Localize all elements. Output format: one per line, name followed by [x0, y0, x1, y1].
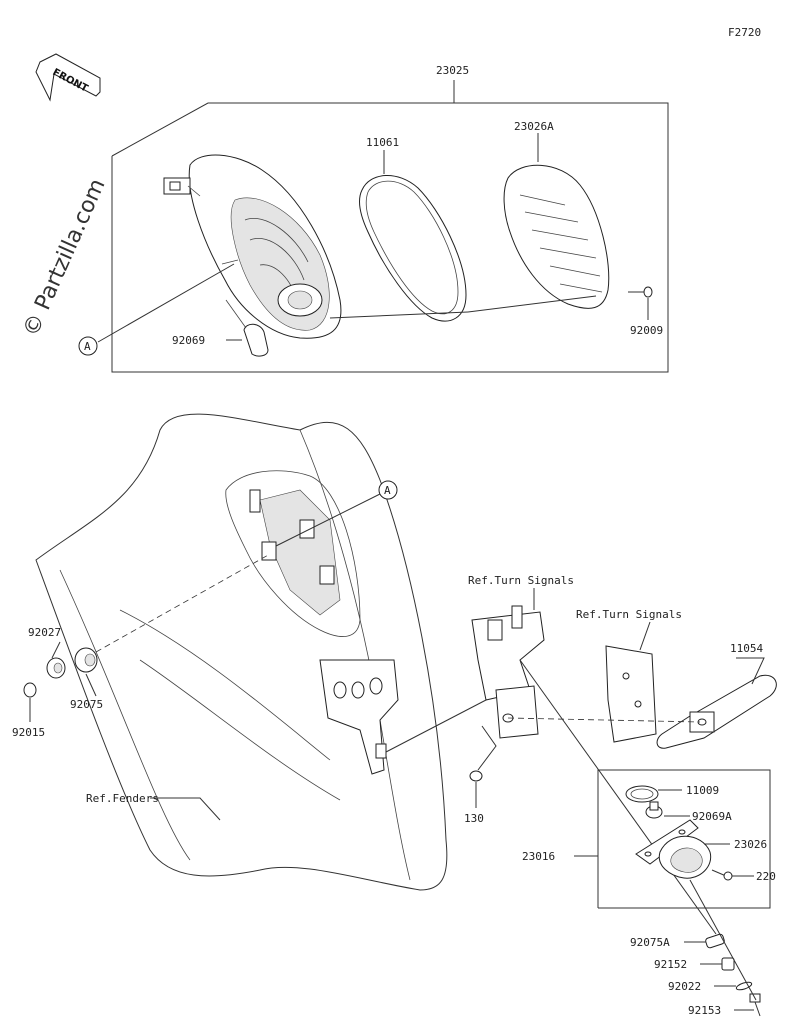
license-lamp-23026 — [635, 819, 712, 879]
turn-signal-bracket-plate — [605, 645, 657, 743]
license-plate-bracket — [471, 605, 545, 739]
tail-lamp-lens-23026A — [503, 164, 610, 309]
tail-lamp-housing — [163, 154, 342, 339]
front-direction-arrow-icon: FRONT — [35, 53, 101, 102]
callout-A-upper — [78, 336, 98, 356]
label-23016: 23016 — [522, 850, 555, 863]
label-92009: 92009 — [630, 324, 663, 337]
label-130: 130 — [464, 812, 484, 825]
grommet-92075 — [74, 647, 98, 673]
tail-lamp-assembly-frame — [111, 80, 669, 373]
label-ref-turn-signals-2: Ref.Turn Signals — [576, 608, 682, 621]
label-23026A: 23026A — [514, 120, 554, 133]
o-ring-11009 — [625, 785, 659, 803]
nut-92015 — [23, 682, 37, 698]
bracket-11054 — [656, 674, 777, 749]
label-11054: 11054 — [730, 642, 763, 655]
label-220: 220 — [756, 870, 776, 883]
label-92069A: 92069A — [692, 810, 732, 823]
callout-A-upper-label: A — [84, 340, 91, 353]
bulb-92069 — [225, 299, 269, 357]
label-11061: 11061 — [366, 136, 399, 149]
screw-92009 — [628, 286, 653, 320]
label-92153: 92153 — [688, 1004, 721, 1017]
label-92069: 92069 — [172, 334, 205, 347]
label-92152: 92152 — [654, 958, 687, 971]
grommet-92075A — [705, 933, 725, 949]
label-92027: 92027 — [28, 626, 61, 639]
label-92075A: 92075A — [630, 936, 670, 949]
lens-gasket-11061 — [359, 175, 467, 322]
figure-code: F2720 — [728, 26, 761, 39]
callout-A-lower-label: A — [384, 484, 391, 497]
label-23025: 23025 — [436, 64, 469, 77]
watermark: © Partzilla.com — [19, 175, 111, 340]
bolt-130 — [469, 770, 483, 808]
rear-fender — [35, 413, 448, 891]
collar-92152 — [721, 957, 735, 971]
label-11009: 11009 — [686, 784, 719, 797]
label-23026: 23026 — [734, 838, 767, 851]
bulb-92069A — [645, 801, 663, 819]
label-ref-fenders: Ref.Fenders — [86, 792, 159, 805]
collar-92027 — [46, 657, 66, 679]
label-92075: 92075 — [70, 698, 103, 711]
license-lamp-assembly-frame — [597, 769, 771, 909]
label-92015: 92015 — [12, 726, 45, 739]
screw-220 — [711, 869, 733, 881]
callout-A-lower — [378, 480, 398, 500]
label-ref-turn-signals-1: Ref.Turn Signals — [468, 574, 574, 587]
label-92022: 92022 — [668, 980, 701, 993]
